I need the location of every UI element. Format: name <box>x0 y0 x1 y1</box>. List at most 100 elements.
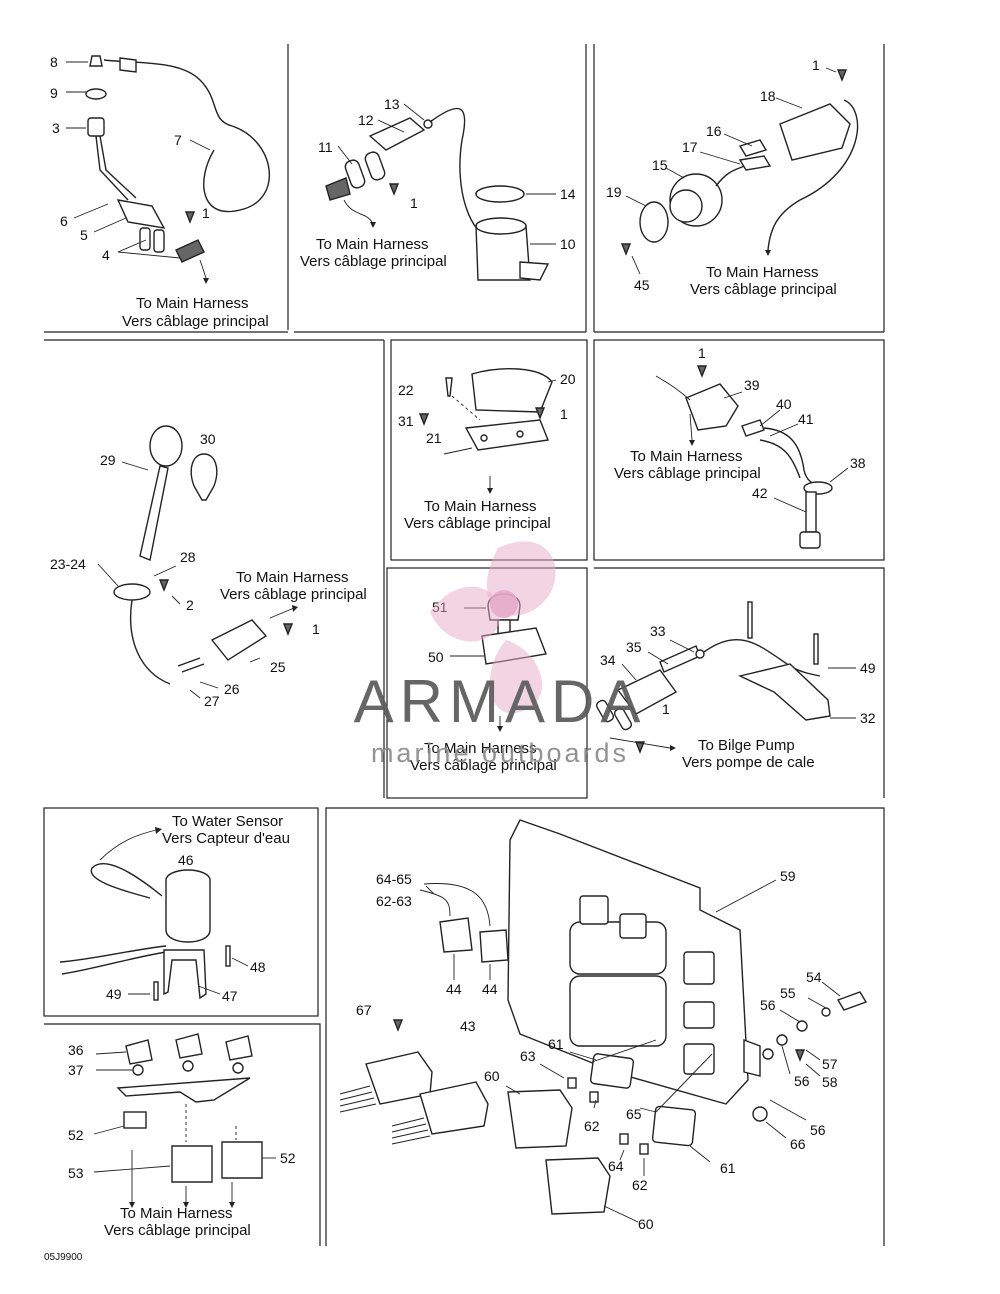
callout-57: 57 <box>822 1056 838 1072</box>
callout-32: 32 <box>860 710 876 726</box>
callout-6: 6 <box>60 213 68 229</box>
callout-15: 15 <box>652 157 668 173</box>
callout-1: 1 <box>662 701 670 717</box>
note-main-harness-en: To Main Harness <box>424 740 537 757</box>
callout-43: 43 <box>460 1018 476 1034</box>
note-main-harness-en: To Main Harness <box>236 569 349 586</box>
note-main-harness-en: To Main Harness <box>630 448 743 465</box>
bolt-part <box>836 991 868 1011</box>
panel-breakers: 36 37 52 53 52 To Main Harness Vers câbl… <box>68 1033 296 1239</box>
dielectric-grease-icon <box>534 407 546 420</box>
callout-2: 2 <box>186 597 194 613</box>
note-bilge-pump-en: To Bilge Pump <box>698 737 795 754</box>
sensor-cap-part <box>89 55 103 67</box>
dielectric-grease-icon <box>418 413 430 426</box>
note-water-sensor-fr: Vers Capteur d'eau <box>162 830 290 847</box>
callout-49: 49 <box>106 986 122 1002</box>
callout-17: 17 <box>682 139 698 155</box>
callout-1: 1 <box>202 205 210 221</box>
switch-body-part <box>471 368 553 413</box>
bilge-switch-bracket-part <box>737 663 831 721</box>
relay-part <box>545 1157 611 1215</box>
breaker-cap-part <box>225 1035 253 1061</box>
callout-52: 52 <box>280 1150 296 1166</box>
callout-33: 33 <box>650 623 666 639</box>
breaker-cap-part <box>125 1039 153 1065</box>
callout-30: 30 <box>200 431 216 447</box>
dielectric-grease-icon <box>388 183 400 196</box>
relay-part <box>507 1089 573 1149</box>
light-pole-part <box>139 465 169 561</box>
callout-28: 28 <box>180 549 196 565</box>
fuse-holder-part <box>651 1105 697 1147</box>
callout-63: 63 <box>520 1048 536 1064</box>
callout-58: 58 <box>822 1074 838 1090</box>
sender-connector-part <box>685 383 739 431</box>
callout-16: 16 <box>706 123 722 139</box>
drawing-code: 05J9900 <box>44 1252 83 1263</box>
callout-23-24: 23-24 <box>50 556 86 572</box>
note-main-harness-en: To Main Harness <box>316 236 429 253</box>
panel-switch: 22 20 31 1 21 To Main Harness Vers câbla… <box>398 368 576 532</box>
connector-seal-part <box>175 239 205 263</box>
callout-10: 10 <box>560 236 576 252</box>
callout-12: 12 <box>358 112 374 128</box>
switch-plate-part <box>464 419 549 451</box>
dielectric-grease-icon <box>794 1049 806 1062</box>
dielectric-grease-icon <box>836 69 848 82</box>
callout-1: 1 <box>312 621 320 637</box>
callout-1: 1 <box>560 406 568 422</box>
callout-64: 64 <box>608 1158 624 1174</box>
note-main-harness-en: To Main Harness <box>120 1205 233 1222</box>
callout-20: 20 <box>560 371 576 387</box>
callout-7: 7 <box>174 132 182 148</box>
callout-56: 56 <box>794 1073 810 1089</box>
watermark-tagline: marine outboards <box>371 738 629 768</box>
callout-14: 14 <box>560 186 576 202</box>
callout-4: 4 <box>102 247 110 263</box>
socket-nut-part <box>639 201 669 243</box>
note-main-harness-en: To Main Harness <box>424 498 537 515</box>
callout-8: 8 <box>50 54 58 70</box>
callout-62: 62 <box>584 1118 600 1134</box>
buzzer-seal-part <box>325 177 351 201</box>
sensor-nut-part <box>87 117 105 137</box>
harness-connector-part <box>419 1081 489 1135</box>
callout-1: 1 <box>410 195 418 211</box>
callout-47: 47 <box>222 988 238 1004</box>
armada-watermark: ARMADA marine outboards <box>354 541 640 768</box>
relay-part <box>171 1145 213 1183</box>
panel-bilge-switch: 33 35 34 1 49 32 To Bilge Pump Vers pomp… <box>595 601 876 771</box>
pump-bracket-part <box>163 949 207 1000</box>
callout-34: 34 <box>600 652 616 668</box>
harness-connector-part <box>365 1051 433 1105</box>
callout-49: 49 <box>860 660 876 676</box>
note-main-harness-en: To Main Harness <box>136 295 249 312</box>
dielectric-grease-icon <box>158 579 170 592</box>
callout-27: 27 <box>204 693 220 709</box>
relay-part <box>221 1141 263 1179</box>
light-lens-part <box>149 425 183 467</box>
panel-nav-light: 30 29 23-24 28 2 1 25 26 27 To Main Harn… <box>50 425 367 709</box>
callout-38: 38 <box>850 455 866 471</box>
callout-60: 60 <box>638 1216 654 1232</box>
callout-25: 25 <box>270 659 286 675</box>
note-main-harness-fr: Vers câblage principal <box>410 757 557 774</box>
callout-65: 65 <box>626 1106 642 1122</box>
note-main-harness-fr: Vers câblage principal <box>300 253 447 270</box>
callout-19: 19 <box>606 184 622 200</box>
breaker-plate-part <box>116 1077 251 1103</box>
callout-62: 62 <box>632 1177 648 1193</box>
light-base-part <box>113 583 151 601</box>
callout-64-65: 64-65 <box>376 871 412 887</box>
callout-36: 36 <box>68 1042 84 1058</box>
callout-62-63: 62-63 <box>376 893 412 909</box>
callout-44: 44 <box>446 981 462 997</box>
connector-housing-part <box>116 199 166 229</box>
sender-head-part <box>803 481 833 495</box>
note-main-harness-en: To Main Harness <box>706 264 819 281</box>
dielectric-grease-icon <box>696 365 708 378</box>
callout-40: 40 <box>776 396 792 412</box>
callout-59: 59 <box>780 868 796 884</box>
